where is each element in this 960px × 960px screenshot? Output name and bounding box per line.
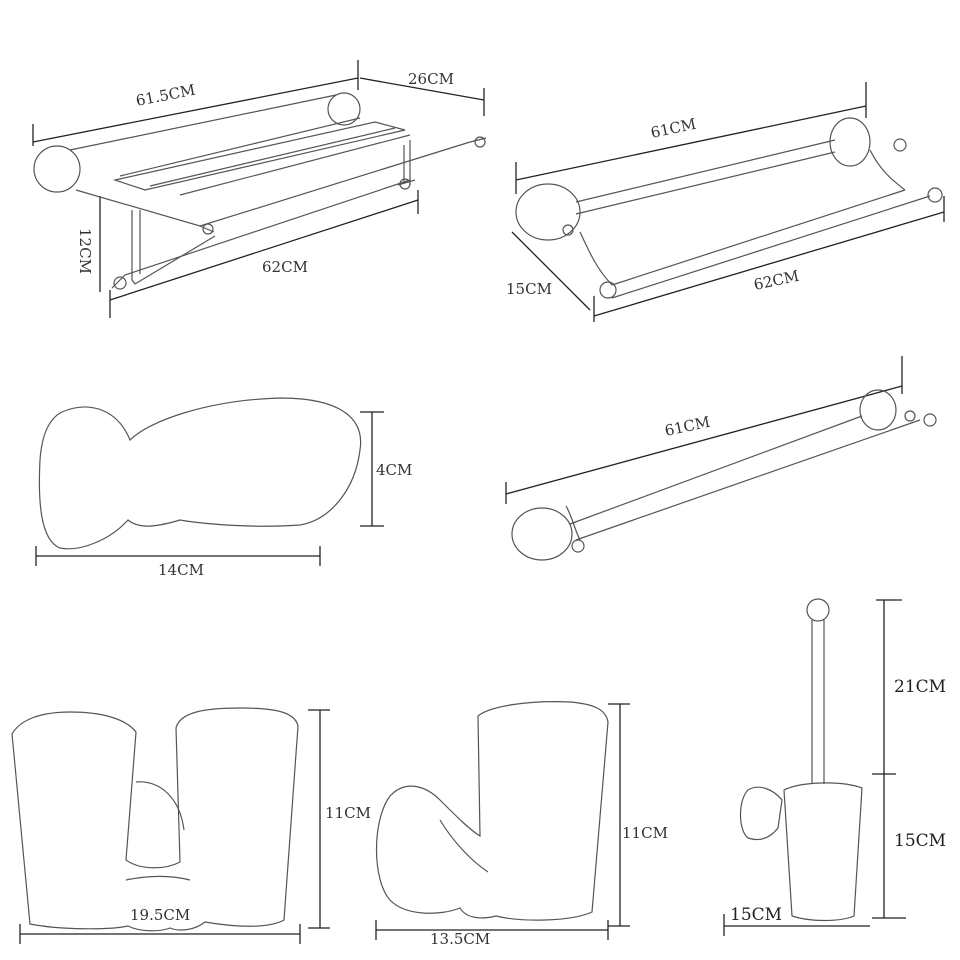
toilet-brush-holder: 21CM 15CM 15CM bbox=[723, 598, 946, 936]
shelf-bottom-length-label: 62CM bbox=[262, 258, 308, 276]
double-bar-top-dimension-line bbox=[515, 105, 867, 181]
double-bar-bottom-length-label: 62CM bbox=[752, 267, 801, 294]
brush-width-label: 15CM bbox=[730, 905, 782, 925]
toilet-brush-holder-outline bbox=[739, 598, 863, 922]
shelf-top-dimension-line bbox=[32, 77, 359, 143]
double-towel-bar: 61CM 15CM 62CM bbox=[506, 82, 945, 322]
shelf-height-label: 12CM bbox=[76, 228, 94, 274]
single-towel-bar-outline bbox=[511, 389, 937, 561]
double-bar-depth-label: 15CM bbox=[506, 280, 552, 298]
double-tumbler-holder-outline bbox=[11, 707, 299, 932]
shelf-depth-label: 26CM bbox=[408, 70, 454, 88]
single-tumbler-holder-outline bbox=[376, 701, 609, 921]
single-tumbler-width-label: 13.5CM bbox=[430, 930, 490, 948]
double-tumbler-width-label: 19.5CM bbox=[130, 906, 190, 924]
single-towel-bar: 61CM bbox=[505, 356, 937, 561]
brush-handle-height-label: 21CM bbox=[894, 677, 946, 697]
soap-dish-outline bbox=[38, 397, 362, 550]
single-tumbler-height-label: 11CM bbox=[622, 824, 668, 842]
shelf-depth-dimension-line bbox=[359, 77, 485, 101]
single-bar-length-label: 61CM bbox=[663, 413, 712, 440]
double-tumbler-holder: 11CM 19.5CM bbox=[11, 707, 371, 944]
towel-shelf-outline bbox=[33, 92, 487, 290]
soap-dish-width-label: 14CM bbox=[158, 561, 204, 579]
single-tumbler-holder: 11CM 13.5CM bbox=[375, 701, 668, 948]
soap-dish: 4CM 14CM bbox=[35, 397, 412, 579]
shelf-bottom-dimension-line bbox=[109, 199, 419, 301]
double-bar-top-length-label: 61CM bbox=[649, 115, 698, 142]
soap-dish-height-label: 4CM bbox=[376, 461, 412, 479]
shelf-top-length-label: 61.5CM bbox=[134, 81, 197, 110]
single-bar-dimension-line bbox=[505, 385, 903, 495]
towel-shelf: 61.5CM 26CM 12CM 62CM bbox=[32, 60, 487, 318]
brush-body-height-label: 15CM bbox=[894, 831, 946, 851]
double-towel-bar-outline bbox=[515, 117, 943, 299]
double-bar-depth-dimension-line bbox=[511, 231, 591, 311]
double-bar-bottom-dimension-line bbox=[593, 211, 945, 317]
double-tumbler-height-label: 11CM bbox=[325, 804, 371, 822]
